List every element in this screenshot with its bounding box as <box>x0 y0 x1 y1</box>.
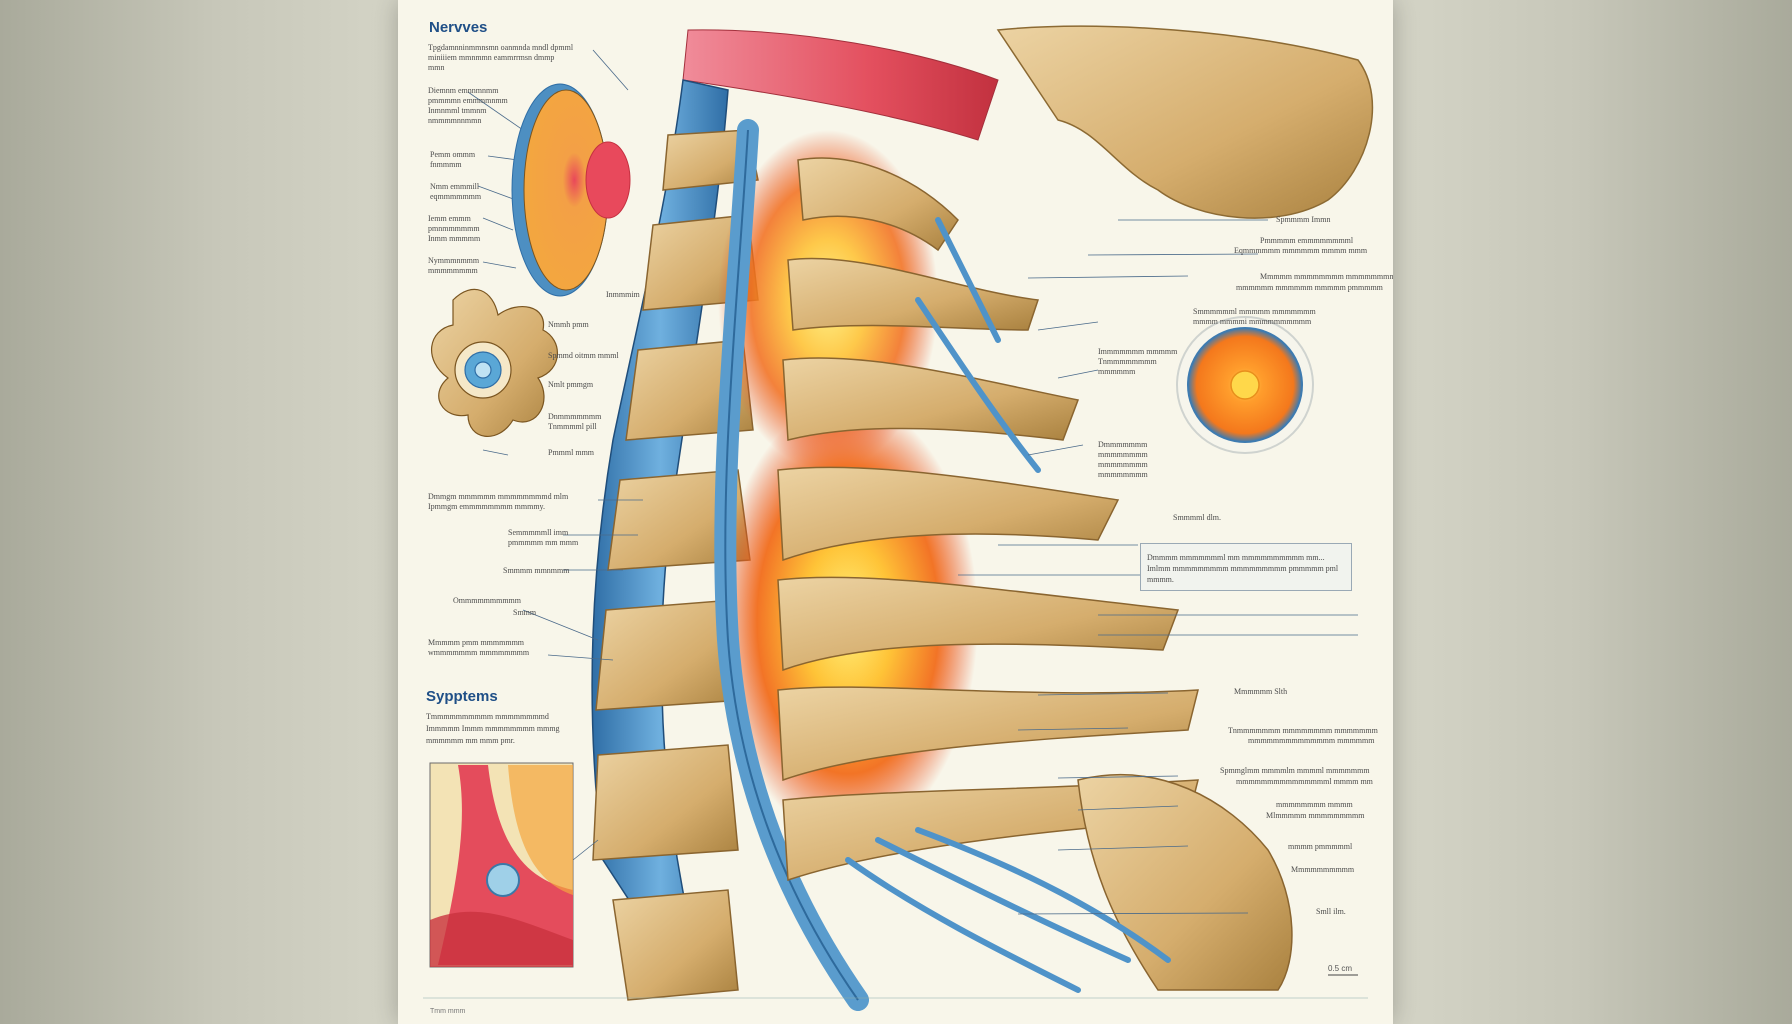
label-right-4: Smmmmmml mmmmm mmmmmmm <box>1193 307 1316 316</box>
spine-illustration <box>423 25 1374 1011</box>
vertebral-bodies <box>592 129 759 1001</box>
label-disc-1c: Inmnmml tmmnm <box>428 106 487 115</box>
scale-label: 0.5 cm <box>1328 964 1353 973</box>
label-vert-4: Pmmml mmm <box>548 448 595 457</box>
label-disc-3: Nmm emmmill <box>430 182 480 191</box>
label-right-5b: Tnmmmmmmmm <box>1098 357 1157 366</box>
label-right-6c: mmmmmmmm <box>1098 460 1148 469</box>
label-right-13: Smll ilm. <box>1316 907 1346 916</box>
heading-nerves: Nervves <box>429 19 488 36</box>
label-symptoms-3: mmmmmm mm mmm pmr. <box>426 736 515 745</box>
label-left-2b: pmmmmm mm mmm <box>508 538 579 547</box>
disc-section-right <box>1176 316 1314 454</box>
label-disc-top: Tpgdamnninmmnsmn oanmnda mndl dpmml <box>428 43 574 52</box>
label-right-10b: mmmmmmmmmmmmmmml mmmm mm <box>1236 777 1373 786</box>
callout-line-2: Imlmm mmmmmmmmm mmmmmmmmm pmmmmm pml mmm… <box>1147 564 1339 584</box>
skull-base <box>996 25 1374 219</box>
label-vert-3: Dnmmmmmmm <box>548 412 602 421</box>
label-right-2b: Eqmmmmmm mmmmmm mmmm mmm <box>1234 246 1368 255</box>
heading-symptoms: Sypptems <box>426 688 498 705</box>
label-left-4: Ommmmmmmmmm <box>453 596 522 605</box>
label-right-5c: mmmmmm <box>1098 367 1136 376</box>
label-right-6: Dmmmmmmm <box>1098 440 1148 449</box>
label-right-6d: mmmmmmmm <box>1098 470 1148 479</box>
label-disc-4: Iemm emmm <box>428 214 471 223</box>
label-vert-2: Nmlt pmmgm <box>548 380 594 389</box>
label-left-5: Mmmmm pmm mmmmmmm <box>428 638 525 647</box>
label-right-12: mmmm pmmmmml <box>1288 842 1353 851</box>
anatomy-poster: Nervves Sypptems Tpgdamnninmmnsmn oanmnd… <box>398 0 1393 1024</box>
label-right-8: Mmmmmm Slth <box>1234 687 1288 696</box>
label-left-5b: wmmmmmmm mmmmmmmm <box>428 648 530 657</box>
label-disc-5: Nymmmnmmm <box>428 256 480 265</box>
label-right-3: Mmmmm mmmmmmmm mmmmmmmmml <box>1260 272 1393 281</box>
label-disc-1d: nmmmmnnmmn <box>428 116 482 125</box>
label-disc-top3: mmn <box>428 63 445 72</box>
label-right-10: Spmmglmm mmmmlm mmmml mmmmmmm <box>1220 766 1370 775</box>
label-symptoms-1: Tmmmmmmmmmm mmmmmmmmd <box>426 712 549 721</box>
label-symptoms-2: Immmmm Immm mmmmmmmm mmmg <box>426 724 560 733</box>
label-right-7: Smmmml dlm. <box>1173 513 1222 522</box>
label-left-1b: Ipmmgm emmmmmmmm mmmmy. <box>428 502 546 511</box>
label-disc-2: Pemm ommm <box>430 150 476 159</box>
neck-muscle <box>682 29 999 141</box>
label-right-5: Immmmmmm mmmmm <box>1098 347 1178 356</box>
label-disc-1: Diemnm emnnmnmm <box>428 86 499 95</box>
label-disc-4b: pmnmmmmmm <box>428 224 480 233</box>
label-disc-center: Inmmmim <box>606 290 640 299</box>
label-right-9b: mmmmmmmmmmmmmm mmmmmm <box>1248 736 1375 745</box>
label-disc-top2: miniiiem mmnmmn eammrrmsn dmmp <box>428 53 555 62</box>
label-disc-4c: Inmm mmmmm <box>428 234 481 243</box>
leader-lines-right <box>958 219 1358 915</box>
label-right-1: Spmmmm Immn <box>1276 215 1331 224</box>
label-left-3: Smmmm mmnmmm <box>503 566 570 575</box>
disc-inset <box>511 83 631 297</box>
callout-box: Dmmmm mmmmmmml mm mmmmmmmmmm mm... Imlmm… <box>1140 543 1352 591</box>
label-disc-base: Nmmh pmm <box>548 320 589 329</box>
callout-line-1: Dmmmm mmmmmmml mm mmmmmmmmmm mm... <box>1147 553 1325 562</box>
label-right-4b: mmmm mmmmi mmmmmmmmmm <box>1193 317 1312 326</box>
label-left-2: Semmmmmll imm <box>508 528 569 537</box>
label-right-6b: mmmmmmmm <box>1098 450 1148 459</box>
label-disc-2b: fnmmmm <box>430 160 462 169</box>
vertebra-cross-section <box>431 288 558 437</box>
label-left-1: Dmmgm mmmmmm mmmmmmmmd mlm <box>428 492 569 501</box>
label-vert-3b: Tnmmmml pill <box>548 422 597 431</box>
label-right-3b: mmmmmm mmmmmm mmmmm pmmmmm <box>1236 283 1383 292</box>
label-right-12b: Mmmmmmmmmm <box>1291 865 1355 874</box>
label-disc-3b: eqmmmmmmm <box>430 192 482 201</box>
label-right-9: Tnmmmmmmm mmmmmmmm mmmmmmm <box>1228 726 1378 735</box>
label-vert-1: Spmmd oitmm mmml <box>548 351 619 360</box>
label-disc-1b: pmmmmn emmmmnmm <box>428 96 508 105</box>
nerve-compression-inset <box>429 762 574 968</box>
label-right-11: mmmmmmmm mmmm <box>1276 800 1353 809</box>
label-disc-5b: mmmmmmmm <box>428 266 478 275</box>
footer-text: Tmm mmm <box>430 1008 466 1015</box>
label-right-2: Pmmmmm emmmmmmmml <box>1260 236 1354 245</box>
sacrum <box>1077 773 1293 991</box>
label-right-11b: Mlmmmmm mmmmmmmmm <box>1266 811 1365 820</box>
nerve-roots <box>845 217 1171 993</box>
label-left-4b: Smmm <box>513 608 537 617</box>
